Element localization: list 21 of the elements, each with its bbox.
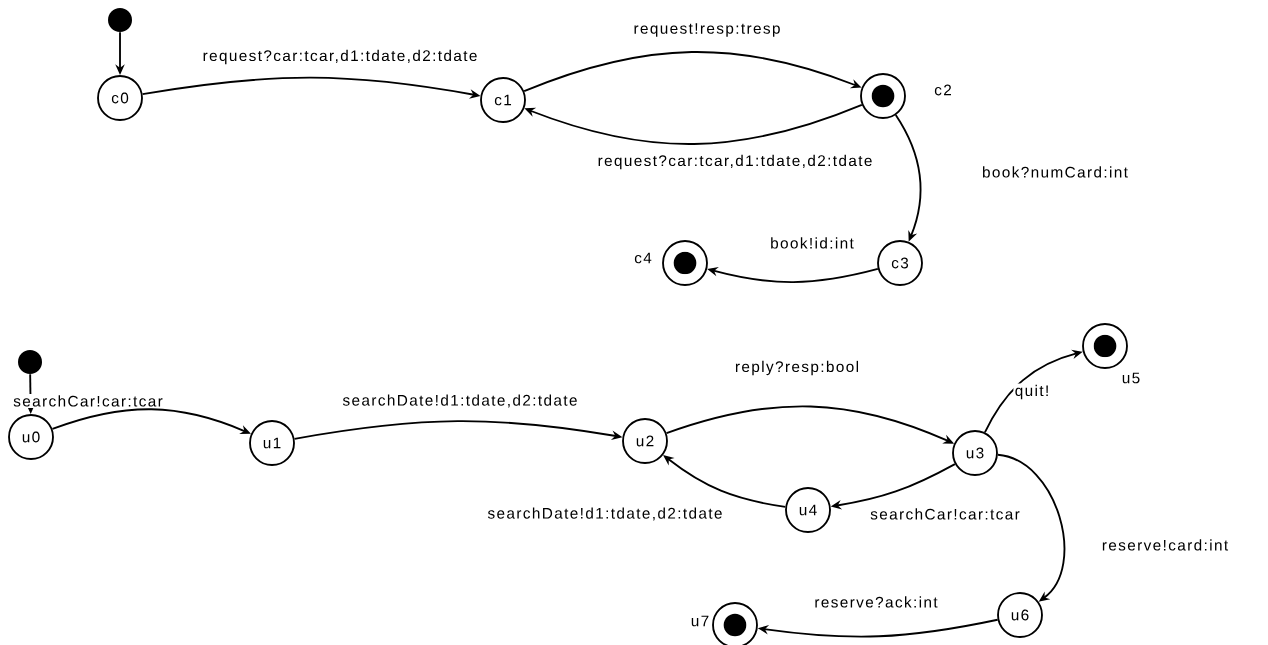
initial-dot xyxy=(108,8,132,32)
edge-label: reply?resp:bool xyxy=(733,359,861,377)
edge-label: searchDate!d1:tdate,d2:tdate xyxy=(486,506,724,522)
edge-label: request!resp:tresp xyxy=(632,21,782,39)
edge-label: searchCar!car:tcar xyxy=(868,507,1022,521)
edge-label: request?car:tcar,d1:tdate,d2:tdate xyxy=(596,153,874,171)
edge-label: searchCar!car:tcar xyxy=(11,394,165,408)
arrow xyxy=(663,455,787,508)
edge-label: reserve?ack:int xyxy=(813,595,939,609)
arrow xyxy=(996,453,1066,602)
edge-label: book!id:int xyxy=(768,236,856,250)
initial-dot xyxy=(18,350,42,374)
edge-label: request?car:tcar,d1:tdate,d2:tdate xyxy=(201,48,479,66)
state-label: c4 xyxy=(634,252,652,264)
edge-label: reserve!card:int xyxy=(1100,538,1230,552)
edge-label: quit! xyxy=(1013,383,1051,401)
state-label: u7 xyxy=(691,615,709,627)
edge-label: searchDate!d1:tdate,d2:tdate xyxy=(341,393,579,409)
state-label: c2 xyxy=(934,84,951,96)
edge-label: book?numCard:int xyxy=(980,165,1130,179)
state-label: u5 xyxy=(1122,372,1140,384)
